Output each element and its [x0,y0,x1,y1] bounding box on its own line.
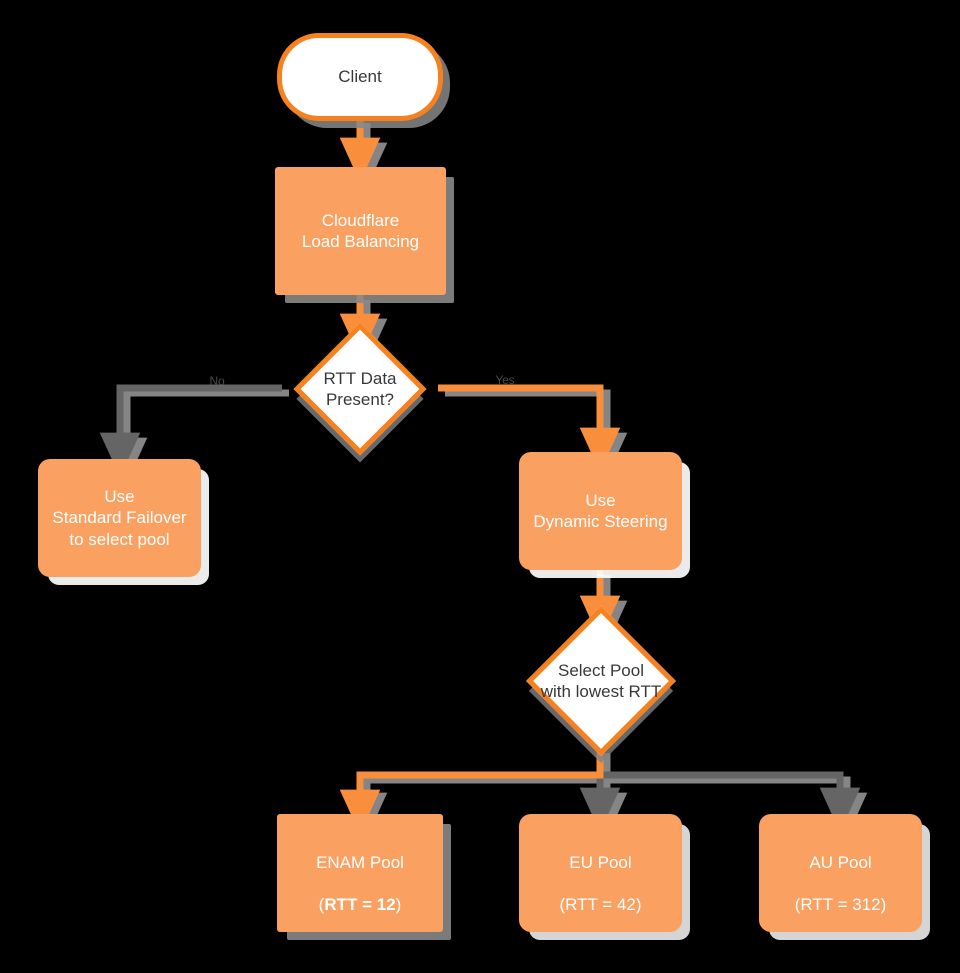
node-au-pool-line1: AU Pool [809,852,872,872]
node-rtt-data-present-label: RTT Data Present? [323,368,397,409]
node-standard-failover[interactable]: Use Standard Failover to select pool [38,459,201,577]
edge-rtt-to-dynamic-steering [438,384,621,473]
node-standard-failover-label: Use Standard Failover to select pool [52,486,187,549]
node-rtt-data-present[interactable]: RTT Data Present? [278,322,442,456]
node-select-pool-lowest-rtt-label: Select Pool with lowest RTT [540,660,662,701]
edge-shadow-select-enam [346,753,611,838]
node-au-pool[interactable]: AU Pool (RTT = 312) [759,814,922,932]
node-dynamic-steering[interactable]: Use Dynamic Steering [519,452,682,570]
node-eu-pool[interactable]: EU Pool (RTT = 42) [519,814,682,932]
edge-select-to-au-pool [600,771,861,833]
edge-label-rtt-no: No [209,374,225,388]
node-cloudflare-load-balancing[interactable]: Cloudflare Load Balancing [275,167,446,295]
node-enam-pool[interactable]: ENAM Pool (RTT = 12) [277,814,443,932]
node-client[interactable]: Client [277,33,443,121]
edge-shadow-rtt-dynamic [445,389,628,478]
node-enam-pool-line2-prefix: ( [318,895,325,915]
node-eu-pool-line2: (RTT = 42) [559,895,642,915]
node-enam-pool-line2-suffix: ) [395,895,402,915]
node-dynamic-steering-label: Use Dynamic Steering [533,490,668,531]
edge-shadow-select-au [607,776,868,838]
edge-label-rtt-yes: Yes [495,373,515,387]
edge-rtt-to-standard-failover [99,384,282,478]
node-eu-pool-label: EU Pool (RTT = 42) [559,830,641,916]
node-client-label: Client [338,67,382,87]
node-enam-pool-line1: ENAM Pool [316,852,404,872]
node-eu-pool-line1: EU Pool [569,852,632,872]
node-enam-pool-label: ENAM Pool (RTT = 12) [316,830,404,916]
node-au-pool-line2: (RTT = 312) [794,895,887,915]
node-select-pool-lowest-rtt[interactable]: Select Pool with lowest RTT [512,606,690,756]
node-enam-pool-rtt-value: RTT = 12 [324,895,396,915]
edge-select-to-enam-pool [339,748,604,835]
edge-shadow-rtt-failover [106,389,289,483]
node-au-pool-label: AU Pool (RTT = 312) [795,830,887,916]
node-cloudflare-load-balancing-label: Cloudflare Load Balancing [301,210,420,251]
